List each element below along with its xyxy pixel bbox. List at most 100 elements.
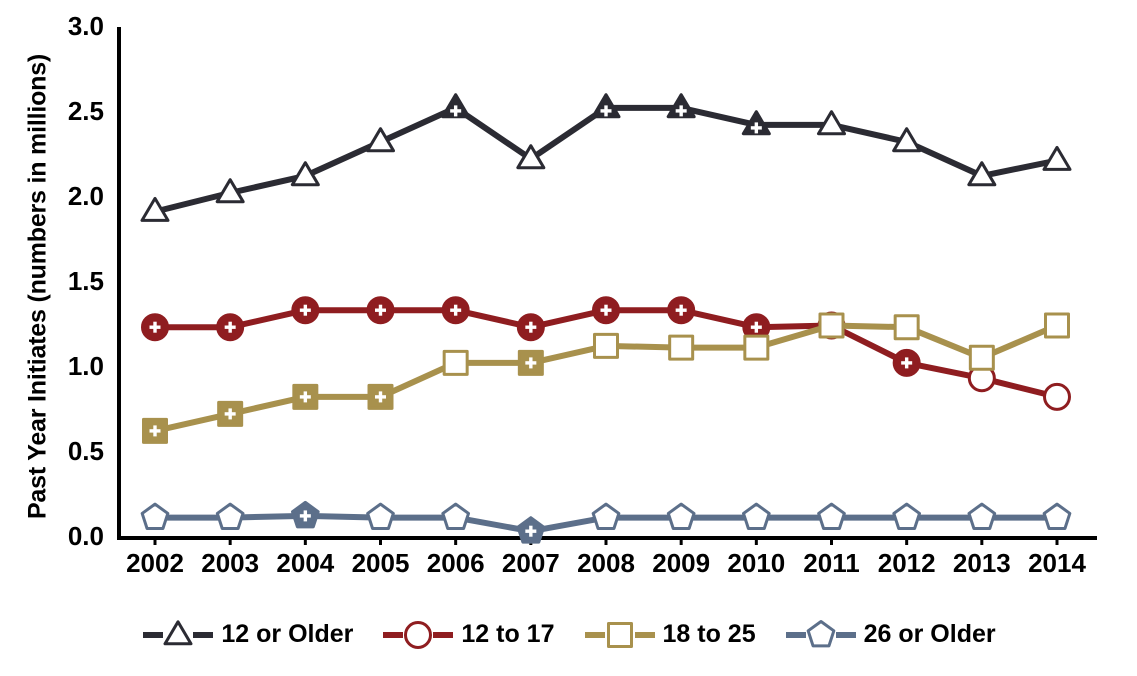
significance-plus-icon — [525, 525, 537, 537]
marker-pentagon — [366, 502, 395, 531]
marker-pentagon — [666, 502, 696, 531]
y-axis-tick-label: 0.5 — [67, 436, 104, 466]
data-point — [967, 161, 997, 187]
x-axis-tick-label: 2011 — [803, 548, 860, 578]
legend-label: 26 or Older — [863, 619, 996, 648]
legend-marker-icon — [584, 622, 655, 648]
data-point — [892, 127, 922, 153]
marker-square — [893, 314, 920, 341]
significance-plus-icon — [224, 408, 236, 420]
x-axis-tick-label: 2010 — [727, 548, 786, 578]
marker-square — [593, 332, 619, 359]
marker-circle — [404, 621, 433, 649]
x-axis-tick-label: 2012 — [877, 548, 936, 578]
significance-plus-icon — [149, 321, 161, 333]
data-point — [741, 110, 771, 136]
data-point — [366, 127, 395, 153]
x-axis-tick-label: 2014 — [1028, 548, 1086, 578]
data-point — [441, 502, 471, 531]
significance-plus-icon — [375, 391, 386, 403]
significance-plus-icon — [750, 122, 762, 134]
x-axis-tick-label: 2006 — [426, 548, 485, 578]
series-12-or-older — [140, 93, 1072, 222]
marker-pentagon — [215, 502, 245, 531]
data-point — [516, 516, 546, 544]
significance-plus-icon — [450, 304, 462, 316]
legend-item-12-to-17[interactable]: 12 to 17 — [381, 614, 555, 654]
marker-square — [743, 334, 770, 361]
legend-item-26-or-older[interactable]: 26 or Older — [784, 614, 996, 654]
significance-plus-icon — [675, 304, 687, 316]
marker-square — [442, 349, 469, 376]
data-point — [292, 383, 319, 410]
data-point — [290, 500, 320, 529]
significance-plus-icon — [299, 510, 311, 522]
marker-triangle — [290, 161, 320, 187]
data-point — [215, 178, 245, 204]
data-point — [967, 502, 997, 531]
marker-triangle — [140, 196, 170, 222]
marker-pentagon — [591, 502, 621, 531]
significance-plus-icon — [525, 321, 537, 333]
data-point — [1043, 382, 1071, 411]
marker-triangle — [817, 110, 846, 136]
x-axis-tick-label: 2003 — [201, 548, 260, 578]
data-point — [1042, 502, 1072, 531]
data-point — [817, 502, 846, 531]
marker-square — [668, 334, 695, 361]
data-point — [1044, 312, 1070, 339]
marker-triangle — [163, 620, 193, 646]
legend-item-18-to-25[interactable]: 18 to 25 — [583, 614, 756, 654]
data-point — [441, 296, 470, 325]
series-26-or-older — [140, 500, 1072, 544]
data-point — [366, 296, 395, 325]
data-point — [668, 334, 695, 361]
data-point — [1042, 145, 1072, 171]
significance-plus-icon — [901, 357, 913, 369]
data-point — [592, 296, 620, 325]
legend-label: 18 to 25 — [662, 619, 756, 648]
x-axis-tick-label: 2005 — [351, 548, 410, 578]
data-point — [215, 502, 245, 531]
marker-square — [968, 344, 995, 371]
x-axis-tick-label: 2004 — [276, 548, 335, 578]
data-point — [367, 383, 394, 410]
x-axis-tick-label: 2007 — [501, 548, 560, 578]
significance-plus-icon — [375, 304, 386, 316]
marker-triangle — [1042, 145, 1072, 171]
data-point — [968, 344, 995, 371]
data-point — [290, 161, 320, 187]
data-point — [666, 502, 696, 531]
marker-pentagon — [140, 502, 170, 531]
marker-pentagon — [967, 502, 997, 531]
data-point — [743, 334, 770, 361]
data-point — [441, 93, 471, 119]
legend-marker-icon — [383, 621, 454, 649]
marker-pentagon — [892, 502, 922, 531]
series-12-to-17 — [141, 296, 1071, 411]
marker-pentagon — [806, 620, 835, 648]
data-point — [366, 502, 395, 531]
significance-plus-icon — [600, 105, 612, 117]
marker-triangle — [516, 144, 546, 170]
data-point — [140, 502, 170, 531]
data-point — [442, 349, 469, 376]
legend-label: 12 to 17 — [461, 619, 555, 648]
x-axis-tick-label: 2008 — [577, 548, 635, 578]
y-axis-tick-label: 1.5 — [67, 266, 104, 296]
series-18-to-25 — [142, 312, 1070, 444]
marker-triangle — [366, 127, 395, 153]
data-point — [516, 313, 545, 342]
chart-legend: 12 or Older 12 to 17 18 to 25 26 or Older — [0, 614, 1137, 654]
marker-triangle — [967, 161, 997, 187]
legend-marker-icon — [785, 620, 856, 648]
significance-plus-icon — [299, 304, 311, 316]
legend-item-12-or-older[interactable]: 12 or Older — [141, 614, 353, 654]
marker-pentagon — [817, 502, 846, 531]
significance-plus-icon — [600, 304, 612, 316]
data-point — [893, 314, 920, 341]
data-point — [667, 296, 696, 325]
data-point — [591, 93, 621, 119]
